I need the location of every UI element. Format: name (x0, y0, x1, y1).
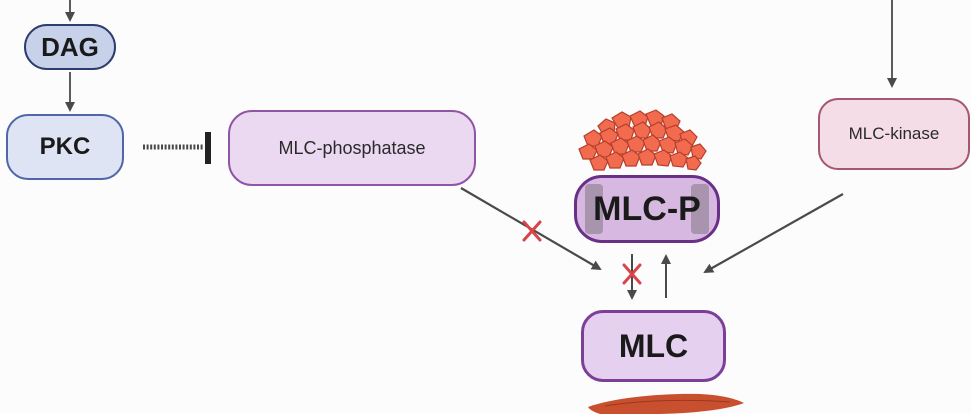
mlc-phosphatase-node: MLC-phosphatase (228, 110, 476, 186)
dag-label: DAG (41, 31, 99, 62)
mlc-p-node: MLC-P (574, 175, 720, 243)
pkc-node: PKC (6, 114, 124, 180)
mlc-node: MLC (581, 310, 726, 382)
mlc-label: MLC (618, 327, 689, 364)
mlc-phosphatase-label: MLC-phosphatase (278, 137, 426, 158)
mlc-p-label: MLC-P (593, 189, 701, 228)
mlc-p-shade-left (585, 184, 603, 234)
inhibition-bar-icon (205, 132, 211, 164)
x-mark-icon (622, 263, 642, 285)
x-mark-icon (522, 220, 542, 242)
muscle-fiber-icon (588, 393, 744, 414)
muscle-fiber-striation (604, 399, 731, 407)
mlc-p-shade-right (691, 184, 709, 234)
muscle-protein-cluster-icon (578, 109, 707, 171)
arrow-kinase-to-mlc (703, 193, 844, 273)
mlc-kinase-node: MLC-kinase (818, 98, 970, 170)
pkc-label: PKC (39, 133, 91, 160)
mlc-kinase-label: MLC-kinase (848, 124, 940, 143)
dag-node: DAG (24, 24, 116, 70)
